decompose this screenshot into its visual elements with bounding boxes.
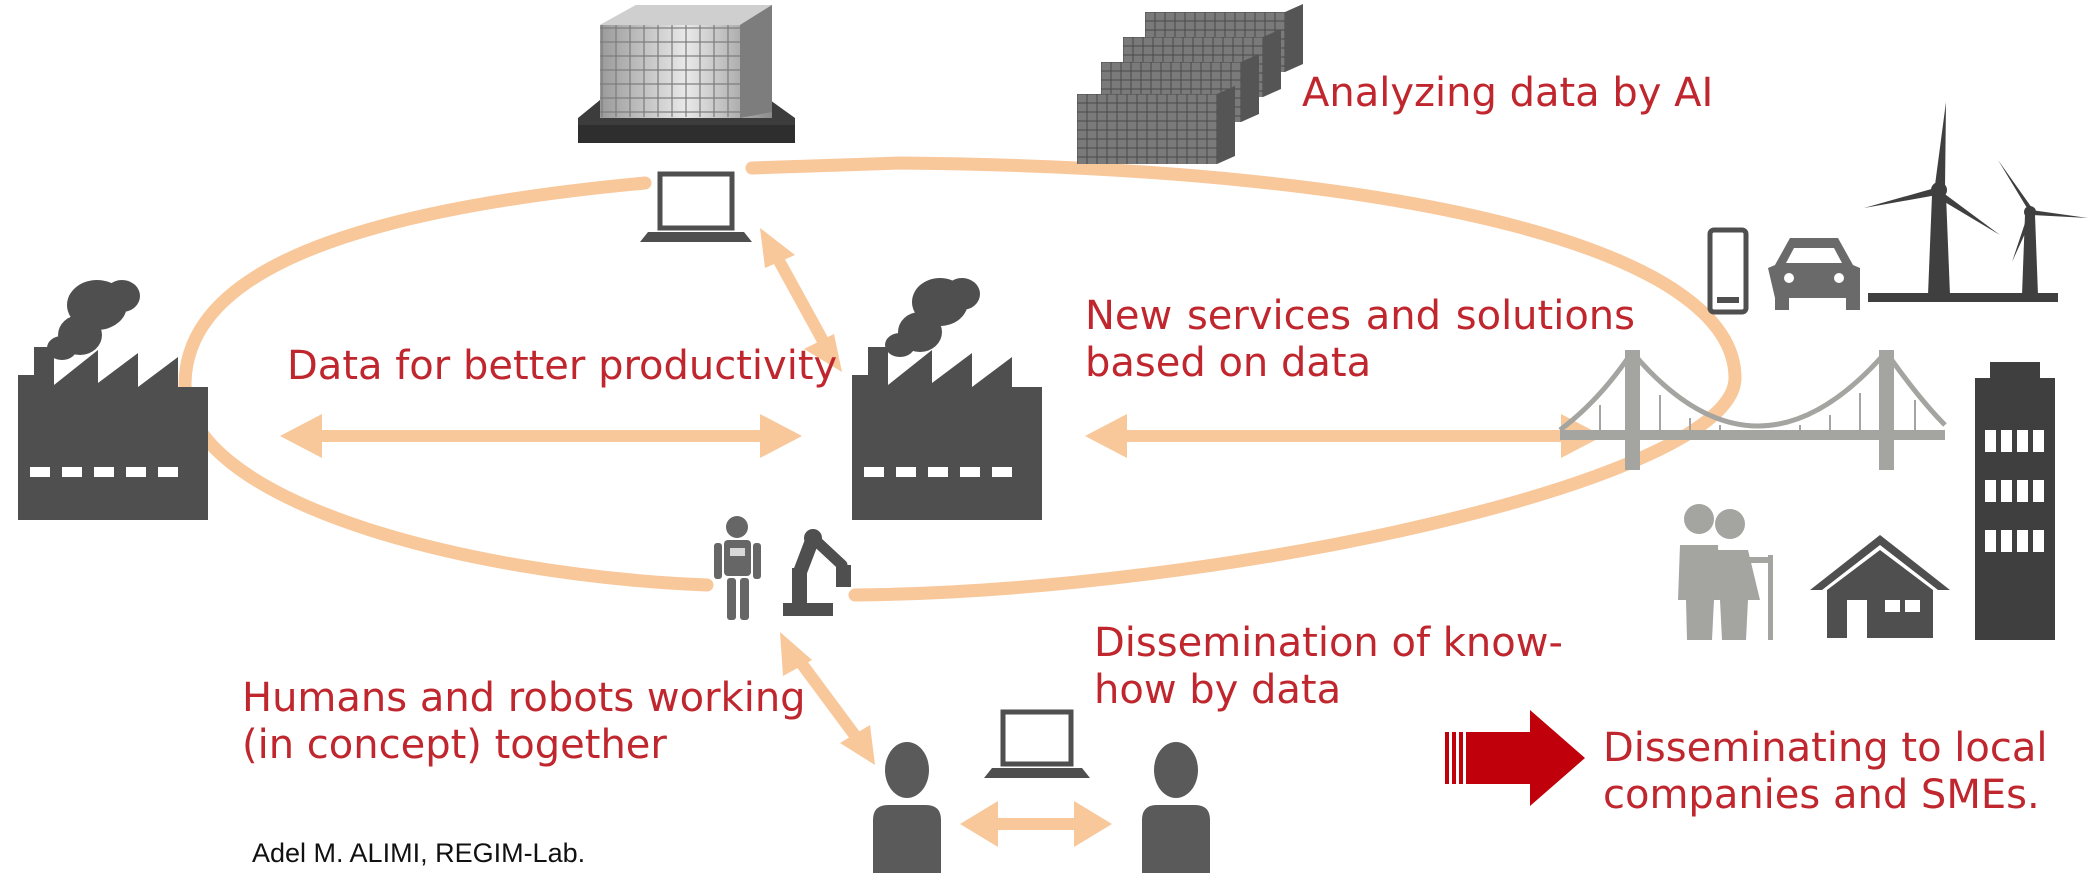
label-disseminating-smes: Disseminating to local companies and SME…: [1603, 725, 2047, 819]
office-building-icon: [1975, 362, 2055, 640]
cycle-loop: [178, 156, 1742, 602]
label-dissemination-line1: Dissemination of know-: [1094, 620, 1563, 666]
credit-footer: Adel M. ALIMI, REGIM-Lab.: [252, 838, 586, 868]
label-dissemination-knowhow: Dissemination of know- how by data: [1094, 620, 1563, 714]
bridge-icon: [1558, 350, 1947, 470]
label-smes-line2: companies and SMEs.: [1603, 772, 2040, 818]
label-new-services-line1: New services and solutions: [1085, 293, 1635, 339]
elderly-couple-icon: [1678, 504, 1773, 640]
double-arrow-laptop-factory: [760, 228, 842, 372]
data-center-building-icon: [578, 5, 795, 143]
laptop-icon: [984, 709, 1090, 778]
red-block-arrow-icon: [1445, 710, 1585, 806]
car-icon: [1768, 238, 1860, 310]
humanoid-robot-icon: [714, 516, 761, 620]
label-humans-robots-line2: (in concept) together: [242, 722, 667, 768]
factory-icon: [852, 278, 1042, 520]
double-arrow-factories: [280, 414, 802, 458]
double-arrow-services: [1085, 414, 1603, 458]
double-arrow-robot-humans: [780, 632, 875, 765]
server-racks-icon: [1077, 4, 1303, 164]
smartphone-icon: [1707, 227, 1749, 315]
label-humans-robots: Humans and robots working (in concept) t…: [242, 675, 806, 769]
label-humans-robots-line1: Humans and robots working: [242, 675, 806, 721]
factory-icon: [18, 280, 208, 520]
house-icon: [1810, 535, 1950, 638]
label-analyzing-data: Analyzing data by AI: [1302, 70, 1714, 116]
wind-turbine-icon: [1864, 102, 2088, 302]
double-arrow-persons: [960, 801, 1112, 847]
laptop-icon: [640, 171, 752, 242]
label-smes-line1: Disseminating to local: [1603, 725, 2048, 771]
label-new-services: New services and solutions based on data: [1085, 293, 1635, 387]
label-dissemination-line2: how by data: [1094, 667, 1342, 713]
label-new-services-line2: based on data: [1085, 340, 1372, 386]
person-icon: [873, 742, 941, 873]
robot-arm-icon: [783, 529, 851, 616]
label-better-productivity: Data for better productivity: [287, 343, 838, 389]
person-icon: [1142, 742, 1210, 873]
